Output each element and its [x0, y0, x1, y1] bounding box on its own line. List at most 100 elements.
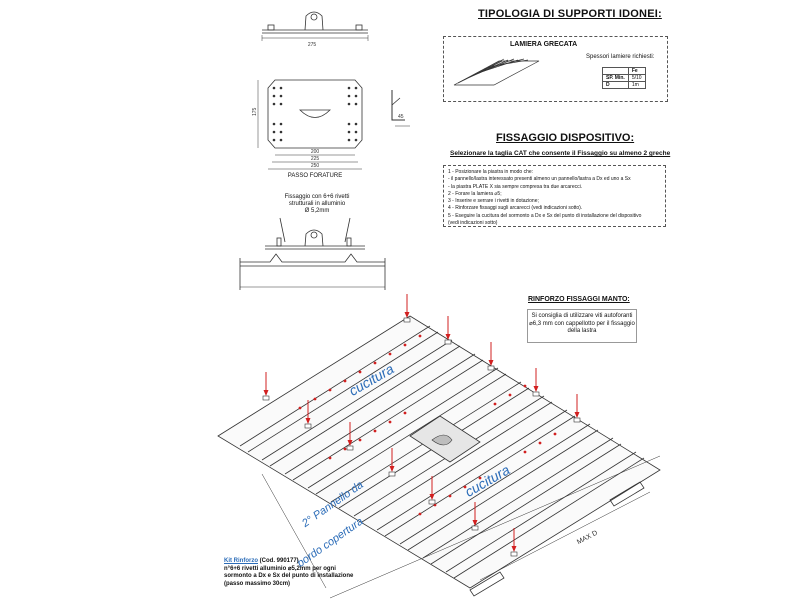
reinforcement-arrow	[532, 368, 540, 397]
supporti-box: LAMIERA GRECATA Spessori lamiere richies…	[443, 36, 668, 102]
supporti-table: Fe SP. Min. 5/10 D 1m	[602, 67, 646, 89]
rivet-dot	[418, 512, 422, 516]
supporti-box-title: LAMIERA GRECATA	[510, 41, 578, 48]
kit-code: (Cod. 990177)	[258, 558, 299, 564]
dim-w2: 225	[311, 156, 320, 162]
reinforcement-arrow	[487, 342, 495, 371]
rivet-dots	[298, 334, 557, 516]
plate-on-roof	[409, 415, 481, 463]
rivet-dot	[388, 352, 392, 356]
rivet-dot	[343, 447, 347, 451]
plate-hole	[347, 94, 351, 98]
kit-title: Kit Rinforzo	[224, 558, 258, 564]
reinforcement-arrow	[444, 316, 452, 345]
plate-hole	[279, 122, 283, 126]
step-5: 5 - Eseguire la cucitura del sormonto a …	[448, 212, 642, 219]
rivet-dot	[313, 397, 317, 401]
supporti-box-subtitle: Spessori lamiere richiesti:	[586, 54, 655, 60]
plate-hole	[279, 130, 283, 134]
rivet-dot	[403, 343, 407, 347]
rivet-dot	[538, 441, 542, 445]
kit-caption: Kit Rinforzo (Cod. 990177) n°6+6 rivetti…	[224, 558, 353, 588]
plate-hole	[347, 122, 351, 126]
rivet-dot	[358, 438, 362, 442]
installed-section-view	[239, 217, 386, 290]
rivet-dot	[343, 379, 347, 383]
table-row-spmin-label: SP. Min.	[602, 74, 629, 82]
plate-top-view	[257, 79, 410, 170]
rinforzo-title: RINFORZO FISSAGGI MANTO:	[528, 296, 630, 303]
rivet-dot	[448, 494, 452, 498]
rivet-dot	[523, 450, 527, 454]
plate-hole	[272, 138, 276, 142]
plate-hole	[347, 86, 351, 90]
rinforzo-line-3: della lastra	[567, 328, 597, 334]
reinforcement-arrow	[304, 400, 312, 429]
plate-hole	[354, 102, 358, 106]
table-header-fe: Fe	[627, 67, 646, 75]
plate-hole	[354, 122, 358, 126]
rivet-dot	[298, 406, 302, 410]
rivet-dot	[553, 432, 557, 436]
step-1: 1 - Posizionare la piastra in modo che:	[448, 169, 534, 175]
fissaggio-steps-box: 1 - Posizionare la piastra in modo che: …	[443, 165, 666, 227]
rivet-dot	[493, 402, 497, 406]
corrugated-sheet-icon	[453, 58, 540, 86]
plate-hole	[279, 94, 283, 98]
rivet-dot	[418, 334, 422, 338]
plate-hole	[354, 130, 358, 134]
rinforzo-box: Si consiglia di utilizzare viti autofora…	[527, 309, 637, 343]
rivet-dot	[463, 485, 467, 489]
kit-line-3: (passo massimo 30cm)	[224, 580, 291, 587]
plate-hole	[272, 94, 276, 98]
plate-hole	[272, 122, 276, 126]
rivet-dot	[328, 456, 332, 460]
rivet-dot	[373, 361, 377, 365]
table-row-d-value: 1m	[627, 81, 646, 89]
fissaggio-title: FISSAGGIO DISPOSITIVO:	[496, 132, 635, 144]
plate-hole	[272, 130, 276, 134]
rivet-dot	[523, 384, 527, 388]
reinforcement-arrow	[428, 476, 436, 505]
step-4: 4 - Rinforzare fissaggi sugli arcarecci …	[448, 205, 583, 212]
plate-hole	[279, 138, 283, 142]
plate-side-view	[261, 11, 369, 41]
step-1b: - la piastra PLATE X sia sempre compresa…	[448, 183, 583, 190]
table-row-spmin-value: 5/10	[627, 74, 646, 82]
reinforcement-arrow	[388, 448, 396, 477]
rivet-dot	[508, 393, 512, 397]
plate-hole	[354, 86, 358, 90]
dim-side: 45	[398, 114, 404, 120]
reinforcement-arrows	[262, 294, 581, 557]
plate-hole	[272, 86, 276, 90]
reinforcement-arrow	[403, 294, 411, 323]
table-row-d-label: D	[602, 81, 629, 89]
fix-caption-2: strutturali in alluminio	[289, 201, 346, 207]
plate-hole	[272, 102, 276, 106]
step-3: 3 - Inserire e serrare i rivetti in dota…	[448, 198, 539, 205]
rivet-dot	[328, 388, 332, 392]
rivet-dot	[373, 429, 377, 433]
step-1a: - il pannello/lastra interessato present…	[448, 176, 631, 183]
step-5a: (vedi indicazioni sotto)	[448, 220, 498, 227]
plate-hole	[279, 86, 283, 90]
kit-line-2: sormonto a Dx e Sx del punto di installa…	[224, 573, 354, 579]
plate-hole	[279, 102, 283, 106]
plate-hole	[347, 102, 351, 106]
dim-top: 275	[308, 42, 317, 48]
rivet-dot	[403, 411, 407, 415]
plate-caption: PASSO FORATURE	[288, 173, 342, 179]
rivet-dot	[358, 370, 362, 374]
plate-hole	[347, 138, 351, 142]
dim-left: 175	[252, 107, 258, 116]
dim-w1: 200	[311, 149, 320, 155]
plate-holes	[272, 86, 358, 142]
reinforcement-arrow	[573, 394, 581, 423]
roof-sheets	[217, 315, 661, 599]
fix-caption-1: Fissaggio con 6+6 rivetti	[285, 194, 350, 200]
plate-hole	[354, 138, 358, 142]
rivet-dot	[388, 420, 392, 424]
fissaggio-subtitle: Selezionare la taglia CAT che consente i…	[450, 150, 671, 157]
reinforcement-arrow	[471, 502, 479, 531]
